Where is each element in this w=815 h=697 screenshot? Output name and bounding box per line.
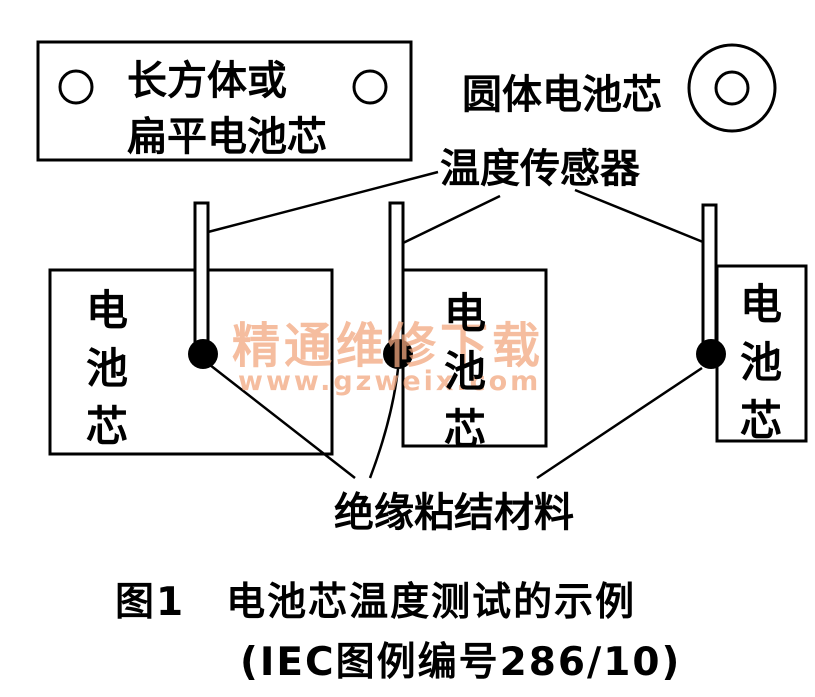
cell-label-right: 电 池 芯: [736, 276, 786, 450]
cell-box-left: [48, 268, 334, 456]
cell-char: 芯: [85, 402, 128, 451]
leader-adhesive-left: [209, 364, 356, 479]
cell-label-middle: 电 池 芯: [440, 285, 490, 459]
sensor-tip-right: [696, 339, 726, 369]
watermark-text: 精通维修下载: [232, 318, 545, 374]
flat-cell-left-hole: [58, 69, 94, 105]
leader-sensor-right: [574, 188, 704, 244]
flat-cell-box: [36, 40, 413, 162]
figure-caption-line1: 图1 电池芯温度测试的示例: [115, 580, 637, 625]
round-cell-inner: [714, 70, 750, 106]
cell-char: 芯: [739, 396, 782, 445]
adhesive-label: 绝缘粘结材料: [334, 490, 574, 536]
leader-adhesive-middle: [368, 368, 400, 479]
round-cell-outer: [687, 43, 777, 133]
cell-char: 池: [443, 347, 486, 396]
leader-adhesive-right: [536, 366, 703, 480]
cell-label-left: 电 池 芯: [82, 282, 132, 456]
sensor-tip-middle: [383, 339, 413, 369]
sensor-tip-left: [188, 339, 218, 369]
cell-char: 池: [739, 338, 782, 387]
cell-char: 电: [443, 289, 486, 338]
sensor-probe-right: [701, 203, 718, 357]
watermark-url: www.gzweix.com: [238, 366, 542, 397]
flat-cell-right-hole: [352, 69, 388, 105]
leader-sensor-left: [207, 170, 439, 234]
sensor-probe-left: [193, 201, 210, 357]
figure-caption-line2: (IEC图例编号286/10): [240, 640, 682, 685]
cell-char: 芯: [443, 405, 486, 454]
cell-char: 池: [85, 344, 128, 393]
cell-char: 电: [739, 280, 782, 329]
temp-sensor-label: 温度传感器: [440, 146, 640, 192]
cell-char: 电: [85, 286, 128, 335]
flat-cell-label-line1: 长方体或: [127, 58, 287, 104]
leader-sensor-middle: [402, 194, 501, 245]
flat-cell-label-line2: 扁平电池芯: [127, 114, 327, 160]
round-cell-label: 圆体电池芯: [462, 72, 662, 118]
